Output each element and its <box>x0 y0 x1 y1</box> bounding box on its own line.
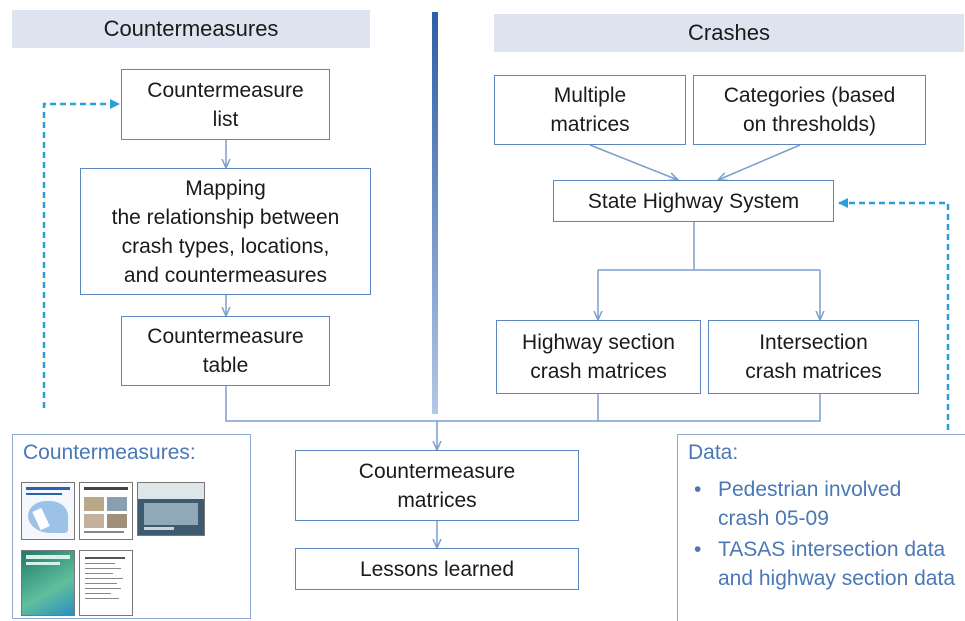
intersection-matrices-box: Intersection crash matrices <box>708 320 919 394</box>
countermeasures-header: Countermeasures <box>12 10 370 48</box>
line-table-to-merge <box>225 386 437 422</box>
crashes-header: Crashes <box>494 14 964 52</box>
doc-thumbnail-5 <box>79 550 133 616</box>
countermeasure-list-box: Countermeasure list <box>121 69 330 140</box>
highway-section-matrices-box: Highway section crash matrices <box>496 320 701 394</box>
countermeasure-matrices-box: Countermeasure matrices <box>295 450 579 521</box>
dashed-arrow-left <box>42 99 120 408</box>
doc-thumbnail-1 <box>21 482 75 540</box>
arrow-multiple-to-shs <box>589 144 678 180</box>
doc-thumbnail-4 <box>21 550 75 616</box>
doc-thumbnail-2 <box>79 482 133 540</box>
dashed-arrow-right <box>838 198 950 430</box>
countermeasure-table-box: Countermeasure table <box>121 316 330 386</box>
doc-thumbnail-3 <box>137 482 205 536</box>
countermeasures-panel: Countermeasures: <box>12 434 251 619</box>
line-highway-to-merge <box>437 394 599 422</box>
categories-box: Categories (based on thresholds) <box>693 75 926 145</box>
data-item: Pedestrian involved crash 05-09 <box>688 475 958 533</box>
lessons-learned-box: Lessons learned <box>295 548 579 590</box>
section-divider <box>432 12 438 414</box>
data-panel: Data: Pedestrian involved crash 05-09 TA… <box>677 434 965 621</box>
data-list: Pedestrian involved crash 05-09 TASAS in… <box>688 475 958 595</box>
mapping-box: Mapping the relationship between crash t… <box>80 168 371 295</box>
countermeasures-panel-title: Countermeasures: <box>23 441 196 464</box>
arrow-categories-to-shs <box>718 144 801 180</box>
state-highway-system-box: State Highway System <box>553 180 834 222</box>
line-intersection-to-merge <box>598 394 821 422</box>
data-panel-title: Data: <box>688 441 739 464</box>
multiple-matrices-box: Multiple matrices <box>494 75 686 145</box>
data-item: TASAS intersection data and highway sect… <box>688 535 958 593</box>
